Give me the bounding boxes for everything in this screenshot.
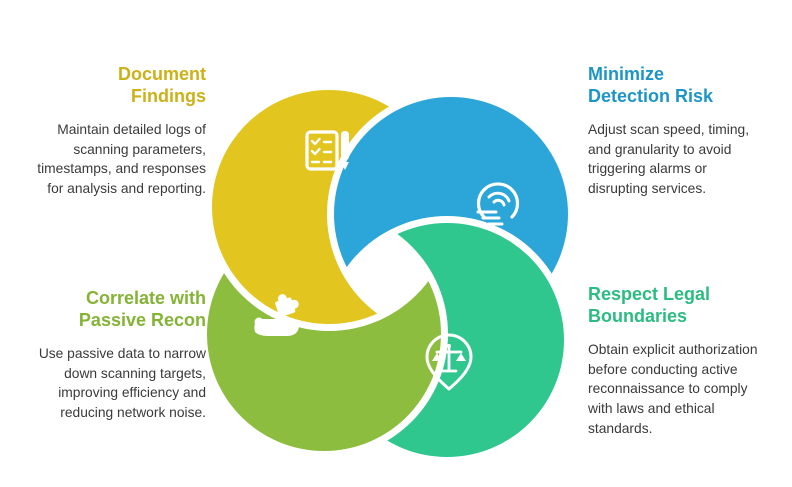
item-correlate-with-passive-recon: Correlate with Passive Recon Use passive… [26, 288, 206, 423]
item-minimize-detection-risk: Minimize Detection Risk Adjust scan spee… [588, 64, 768, 199]
item-body-document-findings: Maintain detailed logs of scanning param… [37, 122, 206, 196]
item-respect-legal-boundaries: Respect Legal Boundaries Obtain explicit… [588, 284, 768, 438]
circle-correlate-with-passive-recon [207, 217, 441, 451]
item-title-respect-legal-boundaries: Respect Legal Boundaries [588, 284, 768, 327]
title-line: Passive Recon [78, 309, 206, 330]
scales-icon [425, 333, 473, 391]
pinwheel-circles-graphic [207, 90, 568, 457]
title-line: Minimize [588, 64, 665, 84]
item-title-document-findings: Document Findings [26, 64, 206, 107]
checklist-pen-icon [305, 130, 349, 171]
item-title-correlate-with-passive-recon: Correlate with Passive Recon [26, 288, 206, 331]
stealth-scan-icon [476, 182, 520, 226]
title-line: Detection Risk [588, 85, 714, 106]
title-line: Findings [131, 85, 206, 106]
title-line: Boundaries [588, 305, 688, 326]
title-line: Correlate with [85, 288, 206, 308]
item-body-respect-legal-boundaries: Obtain explicit authorization before con… [588, 342, 758, 436]
title-line: Respect Legal [588, 284, 711, 304]
item-body-minimize-detection-risk: Adjust scan speed, timing, and granulari… [588, 122, 750, 196]
item-document-findings: Document Findings Maintain detailed logs… [26, 64, 206, 199]
title-line: Document [117, 64, 206, 84]
hand-puzzle-icon [254, 294, 299, 336]
item-body-correlate-with-passive-recon: Use passive data to narrow down scanning… [38, 346, 206, 420]
item-title-minimize-detection-risk: Minimize Detection Risk [588, 64, 768, 107]
